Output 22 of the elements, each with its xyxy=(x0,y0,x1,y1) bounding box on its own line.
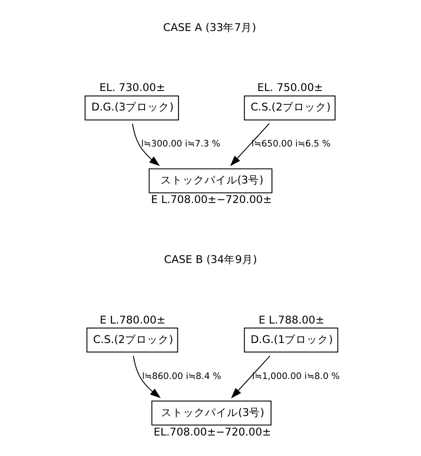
label: CASE B (34年9月) xyxy=(164,253,257,266)
node-box: D.G.(1ブロック) xyxy=(243,328,338,353)
edge-label: l≒860.00 i≒8.4 % xyxy=(142,372,221,382)
node-label: E L.708.00±−720.00± xyxy=(150,193,272,206)
arrow xyxy=(132,355,160,398)
node-box: C.S.(2ブロック) xyxy=(86,328,178,353)
node-box: D.G.(3ブロック) xyxy=(84,95,178,120)
node-label: E L.788.00± xyxy=(258,313,324,326)
node-box: ストックパイル(3号) xyxy=(150,400,271,426)
label: CASE A (33年7月) xyxy=(162,21,256,34)
arrow xyxy=(132,123,160,166)
node-label: EL. 750.00± xyxy=(256,81,322,94)
arrow xyxy=(230,123,270,166)
edge-label: l≒650.00 i≒6.5 % xyxy=(251,140,330,150)
node-box: C.S.(2ブロック) xyxy=(243,95,336,120)
node-label: EL. 730.00± xyxy=(98,81,165,94)
node-box: ストックパイル(3号) xyxy=(148,168,272,194)
edge-label: l≒1,000.00 i≒8.0 % xyxy=(252,372,340,382)
edge-label: l≒300.00 i≒7.3 % xyxy=(140,140,220,150)
arrow xyxy=(230,355,270,398)
node-label: E L.780.00± xyxy=(99,313,165,326)
node-label: EL.708.00±−720.00± xyxy=(153,425,271,438)
